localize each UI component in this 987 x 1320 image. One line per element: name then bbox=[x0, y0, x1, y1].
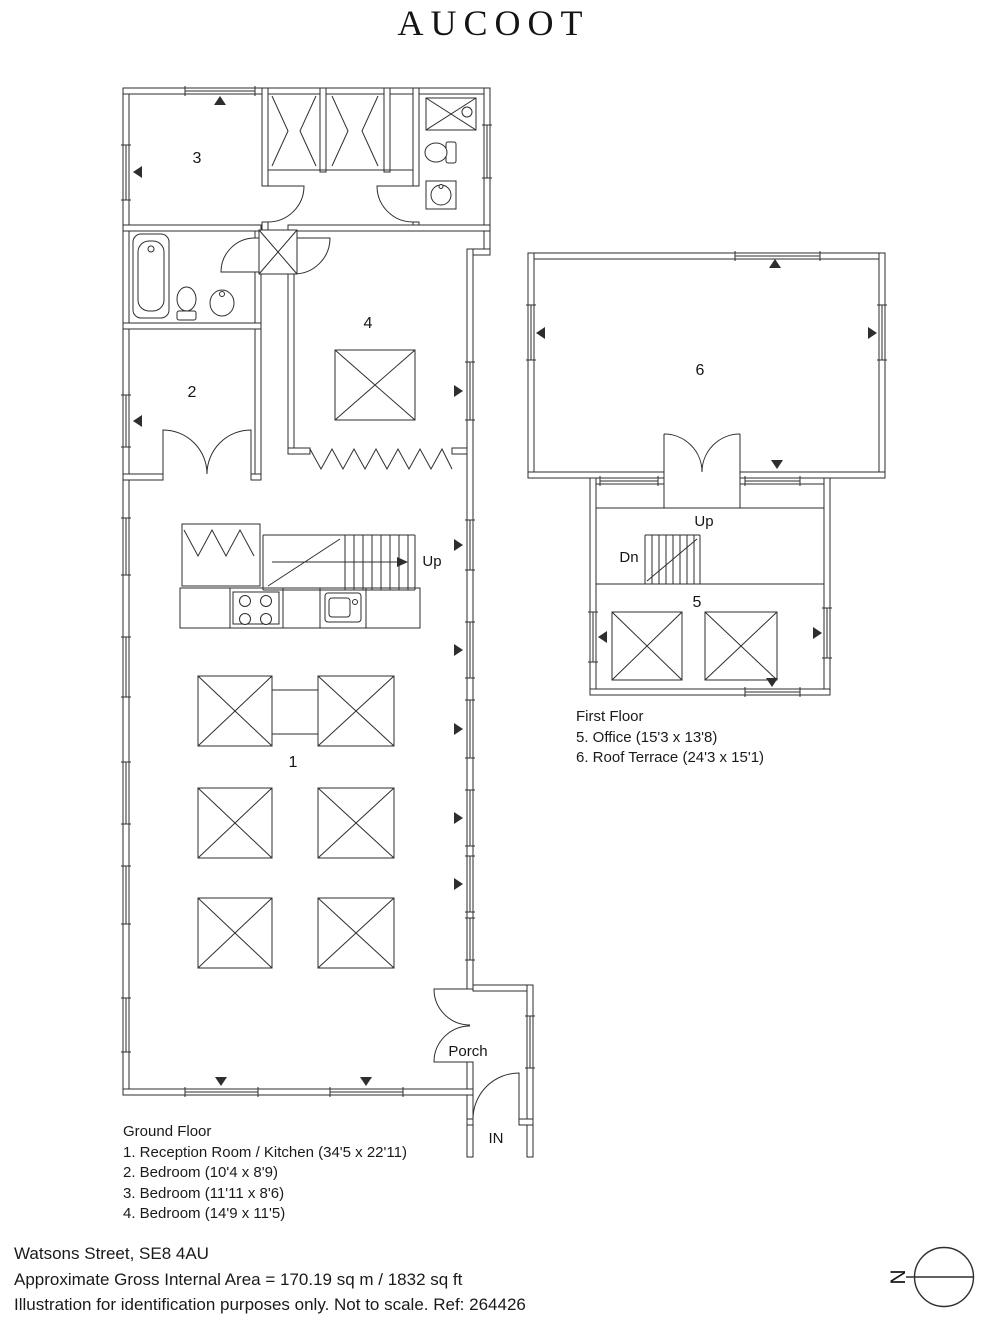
ground-floor-doors bbox=[162, 185, 520, 1120]
closet-doors bbox=[271, 95, 453, 471]
ground-floor-legend-item-2: 2. Bedroom (10'4 x 8'9) bbox=[123, 1164, 278, 1181]
room-5-label: 5 bbox=[693, 594, 702, 611]
porch-label: Porch bbox=[448, 1043, 487, 1060]
room-4-label: 4 bbox=[364, 315, 373, 332]
rooflights-ground bbox=[197, 229, 416, 969]
first-floor-legend-item-5: 5. Office (15'3 x 13'8) bbox=[576, 728, 718, 746]
compass-circle bbox=[913, 1246, 975, 1308]
room-6-label: 6 bbox=[696, 362, 705, 379]
staircase-first bbox=[596, 507, 824, 585]
first-floor-legend-title: First Floor bbox=[576, 708, 644, 725]
room-2-label: 2 bbox=[188, 384, 197, 401]
ground-floor-legend-item-3: 3. Bedroom (11'11 x 8'6) bbox=[123, 1184, 285, 1202]
stairs-up-label-first: Up bbox=[694, 513, 713, 530]
basin bbox=[209, 289, 235, 317]
toilet bbox=[176, 310, 197, 321]
staircase-ground bbox=[262, 534, 416, 591]
room-1-label: 1 bbox=[289, 754, 298, 771]
first-floor-legend: First Floor 5. Office (15'3 x 13'8) 6. R… bbox=[576, 707, 764, 769]
disclaimer-line: Illustration for identification purposes… bbox=[14, 1295, 526, 1314]
ground-floor-labels: 3 2 4 1 Up Porch IN bbox=[188, 150, 504, 1147]
bathroom-fixtures bbox=[132, 97, 477, 321]
stairs-down-label-first: Dn bbox=[619, 549, 638, 566]
ground-floor-legend-item-1: 1. Reception Room / Kitchen (34'5 x 22'1… bbox=[123, 1143, 407, 1161]
compass-north-label: N bbox=[886, 1269, 909, 1284]
entrance-label: IN bbox=[489, 1130, 504, 1147]
first-floor-legend-item-6: 6. Roof Terrace (24'3 x 15'1) bbox=[576, 749, 765, 766]
footer: Watsons Street, SE8 4AU Approximate Gros… bbox=[14, 1241, 526, 1318]
ground-floor-legend-item-4: 4. Bedroom (14'9 x 11'5) bbox=[123, 1205, 286, 1222]
first-floor-windows bbox=[526, 251, 887, 697]
ground-floor-windows bbox=[121, 86, 535, 1097]
compass: N bbox=[886, 1246, 975, 1308]
address-line: Watsons Street, SE8 4AU bbox=[14, 1244, 209, 1263]
window-markers-ground bbox=[133, 96, 463, 1086]
stairs-up-label: Up bbox=[422, 553, 441, 570]
kitchen-unit bbox=[181, 523, 261, 587]
kitchen-counter bbox=[179, 587, 421, 629]
ground-floor-legend-title: Ground Floor bbox=[123, 1123, 212, 1140]
room-3-label: 3 bbox=[193, 150, 202, 167]
kitchen-fixtures bbox=[179, 523, 421, 629]
brand-logo: AUCOOT bbox=[397, 3, 590, 43]
window-markers-first bbox=[536, 259, 877, 687]
terrace-doors bbox=[663, 433, 741, 473]
area-line: Approximate Gross Internal Area = 170.19… bbox=[14, 1269, 463, 1289]
ground-floor-legend: Ground Floor 1. Reception Room / Kitchen… bbox=[123, 1122, 407, 1225]
first-floor-labels: 6 5 Up Dn bbox=[619, 362, 713, 611]
rooflights-first bbox=[611, 611, 778, 681]
